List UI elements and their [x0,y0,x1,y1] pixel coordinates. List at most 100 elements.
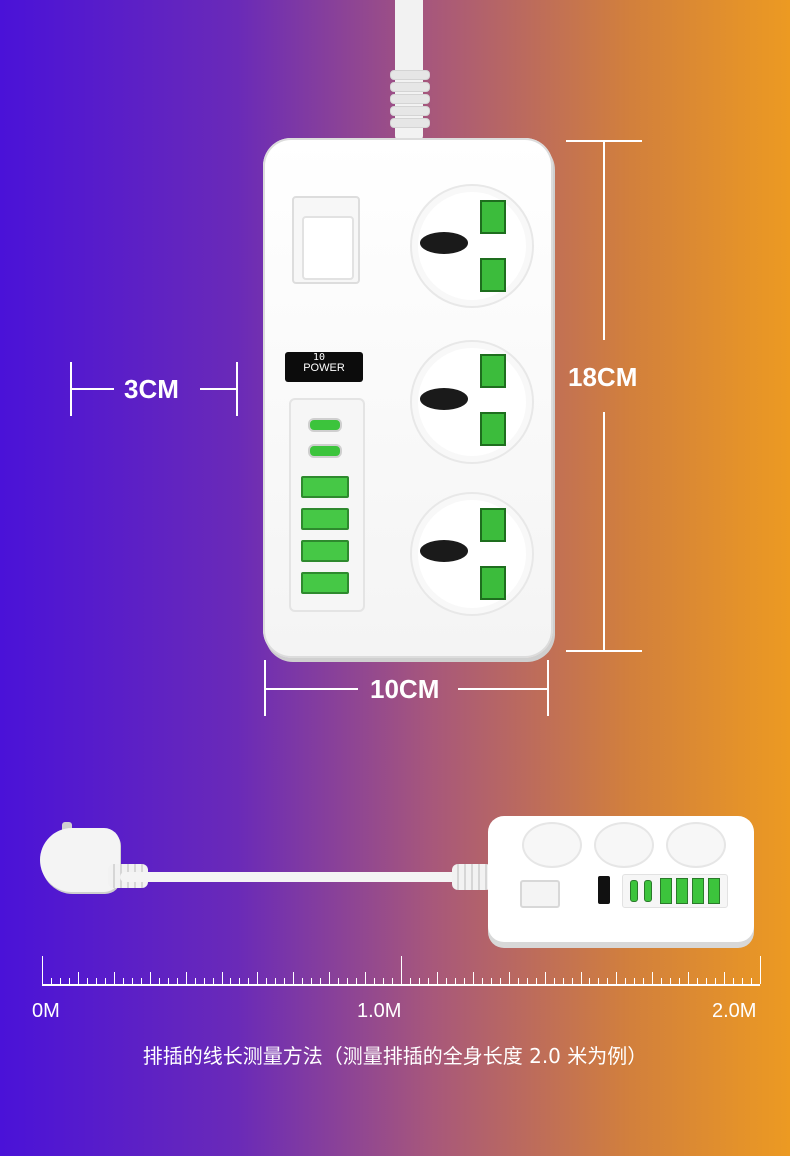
mini-socket [666,822,726,868]
dim-depth-right-bar [236,362,238,416]
ruler-tick [347,978,349,984]
mini-usb-a-port [692,878,704,904]
cord-strain-relief [390,118,430,128]
ruler-tick [221,972,223,984]
mini-usb-a-port [676,878,688,904]
ruler-tick [185,972,187,984]
ruler-tick [329,972,331,984]
ruler-tick [625,978,627,984]
mini-usb-a-port [708,878,720,904]
universal-socket [410,184,534,308]
ruler-tick [68,978,70,984]
ruler-tick [706,978,708,984]
ruler-tick [167,978,169,984]
usb-a-port [301,540,349,562]
ruler-tick [580,972,582,984]
ruler-tick [239,978,241,984]
ruler-tick [383,978,385,984]
ruler-tick [356,978,358,984]
ruler-tick [733,978,735,984]
mini-display [598,876,610,904]
ruler-tick [643,978,645,984]
ruler-tick [140,978,142,984]
dim-width-label: 10CM [370,674,440,704]
ruler-tick [508,972,510,984]
dim-height-top-bar [566,140,642,142]
neutral-pin [420,540,468,562]
ruler-tick [670,978,672,984]
ruler-tick [715,978,717,984]
ruler-tick [158,978,160,984]
ruler-tick [392,978,394,984]
ruler-tick [697,978,699,984]
earth-pin [480,508,506,542]
ruler-tick [131,978,133,984]
live-pin [480,566,506,600]
dim-width-line [458,688,547,690]
mini-socket [522,822,582,868]
ruler-tick [679,978,681,984]
ruler-tick [194,978,196,984]
ruler-tick [230,978,232,984]
ruler-tick [445,978,447,984]
ruler-tick [724,972,726,984]
cord-strain-relief [390,82,430,92]
cord-strain-relief [390,106,430,116]
ruler-tick [266,978,268,984]
power-display [285,352,363,382]
dim-depth-line [200,388,236,390]
ruler-end-label: 2.0M [712,1000,757,1022]
ruler-tick [86,978,88,984]
ruler-tick [365,972,367,984]
mini-switch [520,880,560,908]
dim-height-line [603,412,605,650]
dim-height-bottom-bar [566,650,642,652]
mini-usb-c-port [630,880,638,902]
ruler-tick [374,978,376,984]
ruler-tick [338,978,340,984]
ruler-tick [77,972,79,984]
ruler-tick [122,978,124,984]
ruler-tick [320,978,322,984]
earth-pin [480,354,506,388]
live-pin [480,412,506,446]
ruler-tick [742,978,744,984]
earth-pin [480,200,506,234]
mini-usb-a-port [660,878,672,904]
dim-width-line [266,688,358,690]
ruler-tick [284,978,286,984]
ruler-tick [401,956,402,984]
ruler-tick [526,978,528,984]
dim-height-label: 18CM [568,362,638,392]
measurement-caption: 排插的线长测量方法（测量排插的全身长度 2.0 米为例） [142,1044,648,1068]
ruler-middle-label: 1.0M [357,1000,402,1022]
display-label: POWER [303,362,345,374]
power-cord-horizontal [120,872,500,882]
dim-width-left-bar [264,660,266,716]
ruler-tick [113,972,115,984]
power-switch-rocker [302,216,354,280]
ruler-tick [760,956,761,984]
ruler-tick [203,978,205,984]
schuko-plug [40,828,120,892]
ruler-tick [409,978,411,984]
dim-depth-left-bar [70,362,72,416]
dim-depth-label: 3CM [124,374,179,404]
live-pin [480,258,506,292]
ruler-tick [472,972,474,984]
ruler-tick [589,978,591,984]
mini-usb-c-port [644,880,652,902]
display-digits: 10 [313,352,326,363]
ruler-tick [212,978,214,984]
ruler-tick [661,978,663,984]
cord-strain-relief [390,94,430,104]
ruler-tick [544,972,546,984]
ruler-tick [454,978,456,984]
ruler-tick [634,978,636,984]
ruler-tick [176,978,178,984]
usb-a-port [301,476,349,498]
usb-a-port [301,508,349,530]
ruler-tick [436,972,438,984]
ruler-tick [517,978,519,984]
ruler-tick [688,972,690,984]
